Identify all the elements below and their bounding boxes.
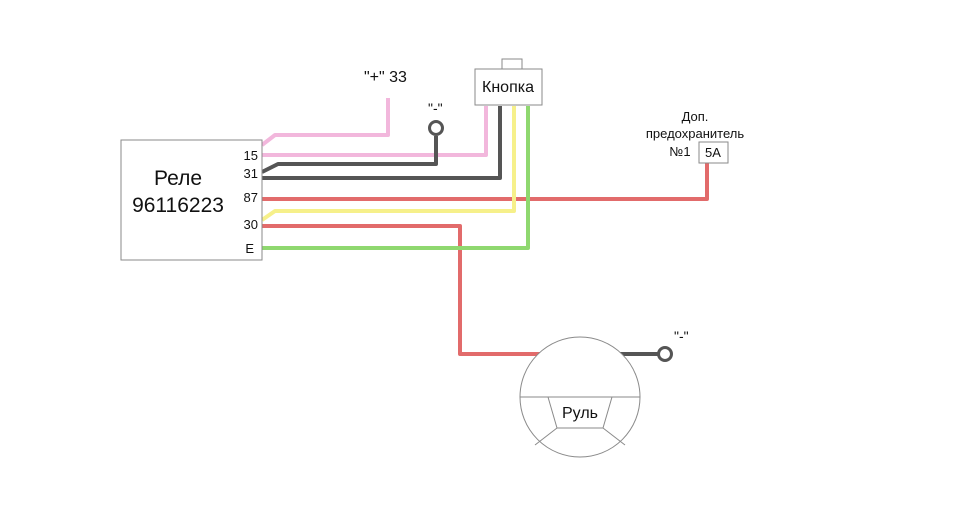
fuse-label-line1: Доп. [682,109,709,124]
wheel-label: Руль [562,405,598,422]
pin-30-label: 30 [244,217,258,232]
wire-black-button [262,106,502,180]
wheel-spoke-right [602,427,626,446]
ground-wheel-label: "-" [674,328,689,344]
pin-31-label: 31 [244,166,258,181]
fuse-rating: 5A [705,145,721,160]
ground-top-terminal [428,120,444,136]
relay-box [120,139,263,261]
wire-black-ground [261,136,438,174]
ground-wheel-terminal [657,346,673,362]
button-box [474,68,543,106]
wire-pink-plus33 [260,98,390,147]
fuse: Доп. предохранитель №1 5A [646,109,744,164]
wire-yellow-button [260,106,516,222]
fuse-number: №1 [669,144,690,159]
steering-wheel: Руль [519,336,641,458]
button-cap [501,58,523,71]
wheel-spoke-left [534,427,558,446]
fuse-label-line2: предохранитель [646,126,744,141]
button-label: Кнопка [482,79,534,96]
pin-15-label: 15 [244,148,258,163]
plus33-label: "+" 33 [364,69,407,86]
pin-E-label: E [245,241,254,256]
fuse-box [698,141,729,164]
relay-part-number: 96116223 [132,194,224,217]
ground-top-label: "-" [428,100,443,116]
relay-title: Реле [154,167,202,190]
wire-green-button [262,106,530,250]
wire-pink-button [262,106,488,157]
pin-87-label: 87 [244,190,258,205]
button-component: Кнопка [474,58,543,106]
wire-red-fuse [262,163,709,201]
relay: Реле 96116223 15 31 87 30 E [120,139,263,261]
